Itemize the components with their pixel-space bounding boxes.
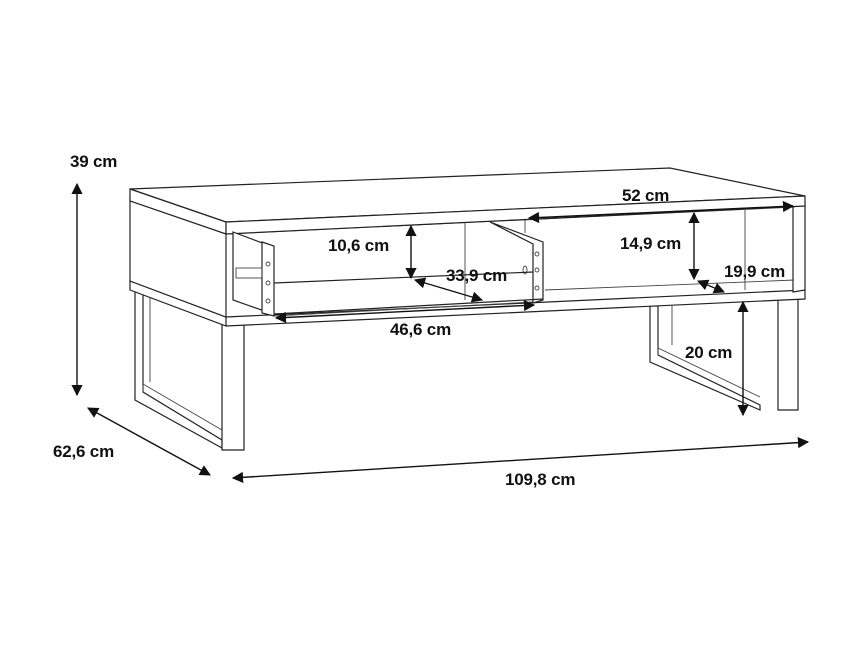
- leg-clearance-label: 20 cm: [685, 343, 733, 362]
- compartment-height-label: 14,9 cm: [620, 234, 681, 253]
- right-side-panel: [792, 202, 806, 293]
- width-total-label: 109,8 cm: [505, 470, 576, 489]
- drawer-width-label: 46,6 cm: [390, 320, 451, 339]
- compartment-width-arrow: [527, 200, 795, 224]
- drawer-height-label: 10,6 cm: [328, 236, 389, 255]
- drawer-width-arrow: [274, 299, 536, 324]
- dimension-arrows: [71, 182, 810, 483]
- drawer-depth-arrow: [413, 277, 484, 303]
- left-leg-frame: [134, 291, 245, 451]
- width-arrow: [231, 437, 810, 483]
- tabletop: [129, 167, 806, 235]
- drawer-depth-label: 33,9 cm: [446, 266, 507, 285]
- height-total-label: 39 cm: [70, 152, 118, 171]
- compartment-depth-arrow: [696, 279, 726, 294]
- compartment-depth-label: 19,9 cm: [724, 262, 785, 281]
- depth-arrow: [87, 407, 211, 476]
- compartment-width-label: 52 cm: [622, 186, 670, 205]
- depth-total-label: 62,6 cm: [53, 442, 114, 461]
